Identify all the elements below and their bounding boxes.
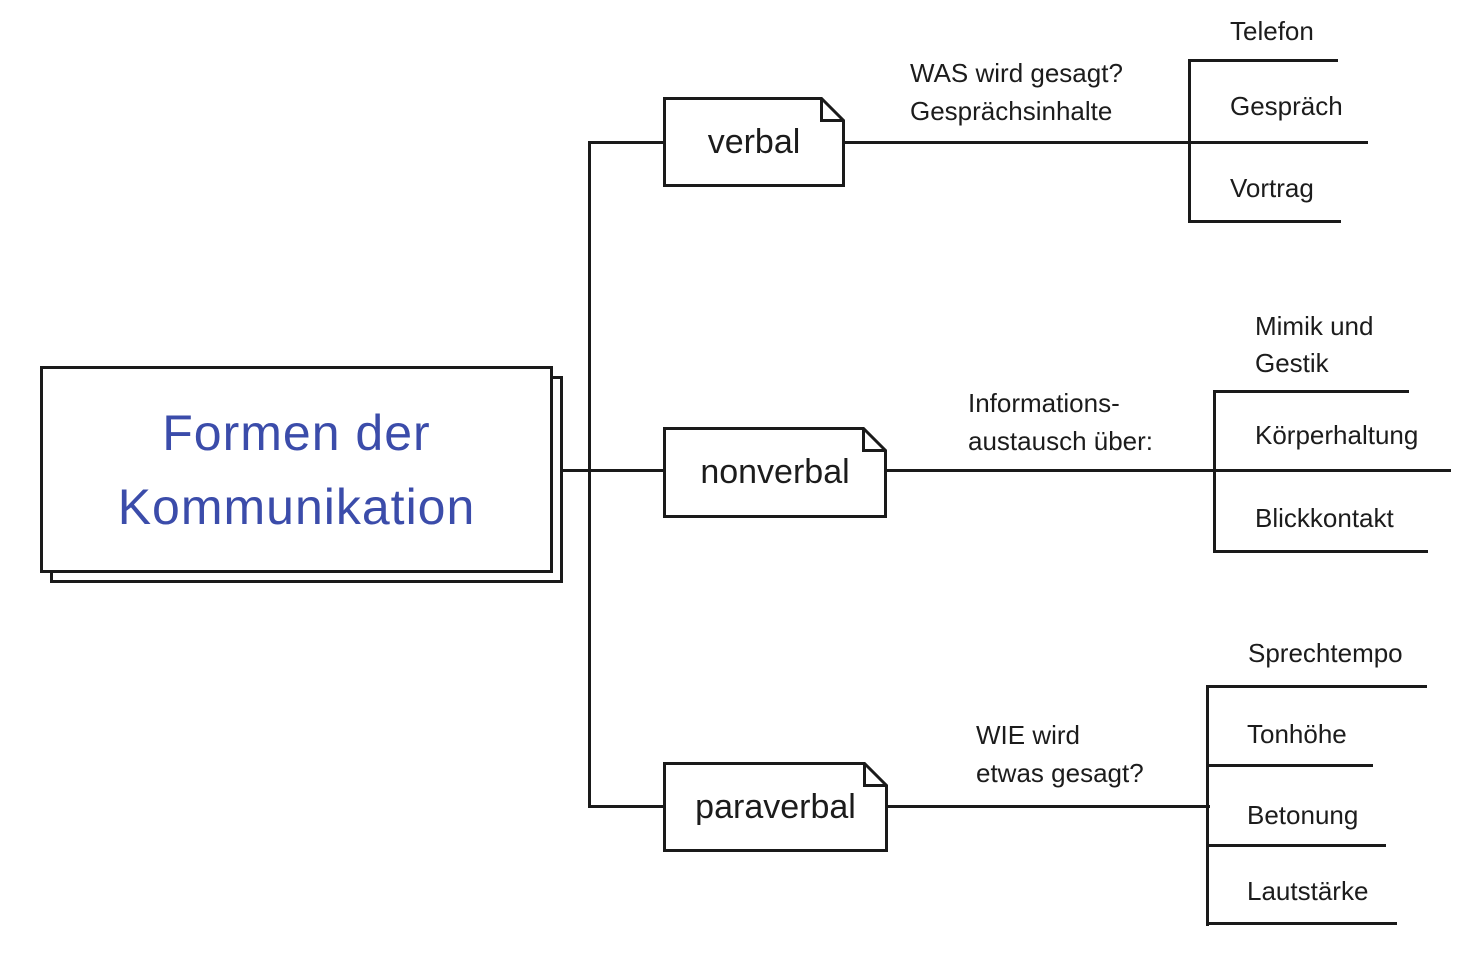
- annotation-paraverbal: WIE wird etwas gesagt?: [976, 720, 1144, 788]
- leaf-sprechtempo: Sprechtempo: [1248, 638, 1403, 668]
- leaf-betonung: Betonung: [1247, 800, 1359, 830]
- annotation-nonverbal: Informations- austausch über:: [968, 388, 1154, 456]
- node-verbal: verbal: [663, 97, 845, 187]
- branch-verbal-right-line: [843, 141, 1368, 144]
- leaf-vortrag: Vortrag: [1230, 173, 1314, 203]
- leaf-underline-telefon: [1188, 59, 1338, 62]
- leaf-lautstaerke: Lautstärke: [1247, 876, 1369, 906]
- verbal-spine-line: [1188, 60, 1191, 223]
- leaf-underline-tonhoehe: [1206, 764, 1373, 767]
- leaf-tonhoehe: Tonhöhe: [1247, 719, 1347, 749]
- connector-root-to-trunk: [550, 469, 666, 472]
- leaf-koerperhaltung: Körperhaltung: [1255, 420, 1419, 450]
- leaf-underline-betonung: [1206, 844, 1386, 847]
- nonverbal-spine-line: [1213, 390, 1216, 553]
- note-shape-icon: [663, 762, 888, 852]
- leaf-underline-sprechtempo: [1206, 685, 1427, 688]
- branch-paraverbal-left-line: [588, 805, 666, 808]
- annotation-verbal: WAS wird gesagt? Gesprächsinhalte: [910, 58, 1123, 126]
- leaf-gespraech: Gespräch: [1230, 91, 1343, 121]
- branch-paraverbal-right-line: [886, 805, 1210, 808]
- node-paraverbal-label: paraverbal: [695, 787, 856, 826]
- trunk-line: [588, 141, 591, 808]
- leaf-underline-blickkontakt: [1213, 550, 1428, 553]
- leaf-underline-vortrag: [1188, 220, 1341, 223]
- branch-verbal-left-line: [588, 141, 666, 144]
- node-nonverbal: nonverbal: [663, 427, 887, 518]
- leaf-mimik-gestik: Mimik und Gestik: [1255, 311, 1374, 378]
- leaf-underline-mimik-gestik: [1213, 390, 1409, 393]
- node-verbal-label: verbal: [707, 122, 801, 161]
- leaf-blickkontakt: Blickkontakt: [1255, 503, 1394, 533]
- node-paraverbal: paraverbal: [663, 762, 888, 852]
- note-shape-icon: [663, 427, 887, 518]
- branch-nonverbal-right-line: [885, 469, 1451, 472]
- root-node: Formen der Kommunikation: [40, 366, 553, 573]
- paraverbal-spine-line: [1206, 685, 1209, 926]
- node-nonverbal-label: nonverbal: [700, 453, 850, 491]
- leaf-telefon: Telefon: [1230, 16, 1314, 46]
- leaf-underline-lautstaerke: [1206, 922, 1397, 925]
- root-title: Formen der Kommunikation: [117, 404, 476, 535]
- note-shape-icon: [663, 97, 845, 187]
